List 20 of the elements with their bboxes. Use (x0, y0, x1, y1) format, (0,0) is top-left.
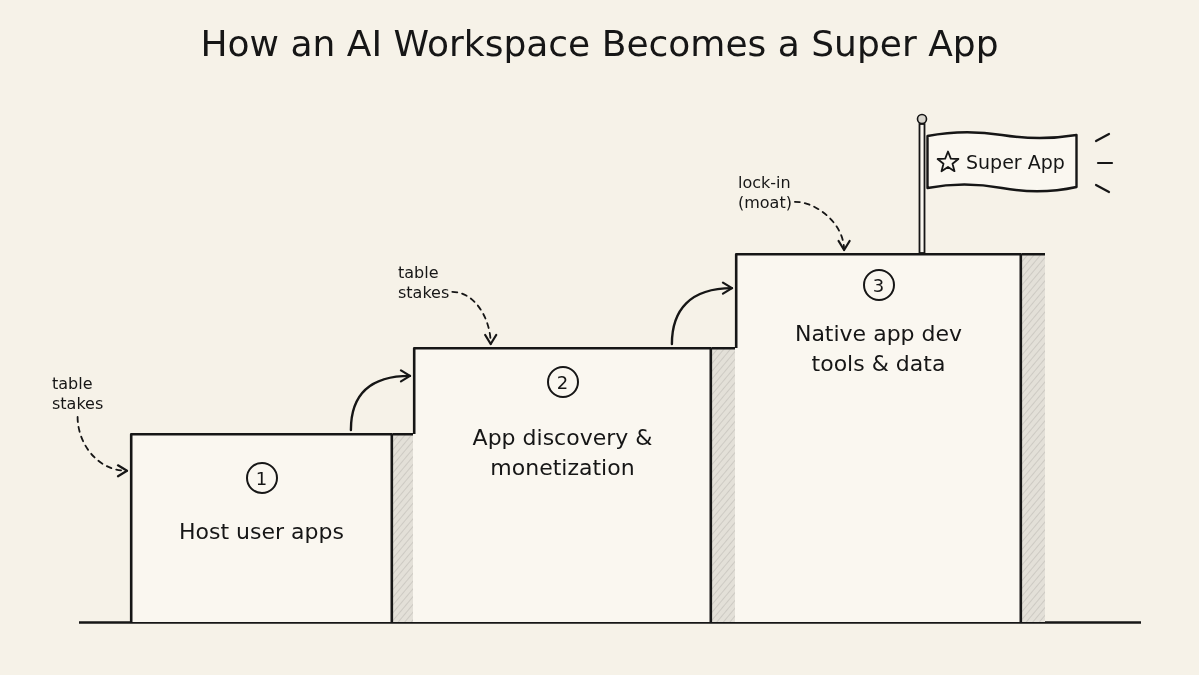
step-block (735, 253, 1022, 622)
step-label: Native app dev tools & data (793, 320, 964, 378)
annotation-text: table stakes (52, 374, 104, 414)
flag-label: Super App (966, 150, 1065, 174)
dashed-arrow (76, 416, 129, 477)
step-number-circle: 3 (862, 269, 895, 301)
curved-arrow (670, 281, 734, 346)
step-block (413, 347, 712, 622)
step-block (130, 433, 393, 622)
dashed-arrow (451, 290, 497, 346)
step-number-circle: 2 (546, 366, 579, 398)
dashed-arrow (794, 200, 850, 252)
curved-arrow (349, 369, 412, 432)
annotation-text: lock-in (moat) (738, 173, 792, 213)
step-label: Host user apps (179, 518, 344, 546)
title: How an AI Workspace Becomes a Super App (200, 22, 999, 66)
step-label: App discovery & monetization (471, 424, 654, 482)
flag (926, 130, 1078, 194)
annotation-text: table stakes (398, 263, 450, 303)
step-number-circle: 1 (245, 462, 278, 494)
